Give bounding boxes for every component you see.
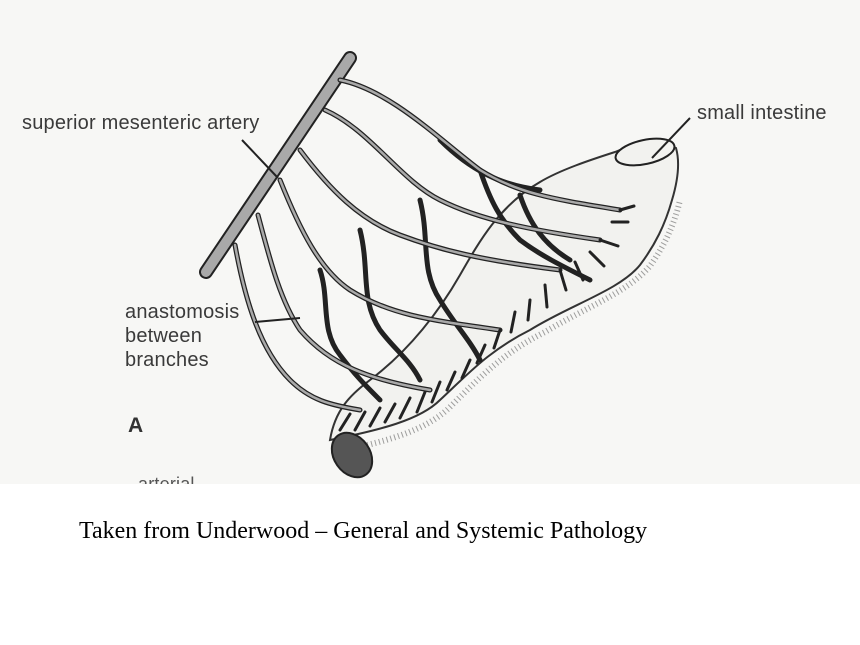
leader-intestine <box>651 117 691 159</box>
panel-letter: A <box>128 414 144 437</box>
label-anastomosis-line-3: branches <box>125 349 209 371</box>
label-anastomosis-line-1: anastomosis <box>125 301 240 323</box>
label-anastomosis: anastomosis between branches <box>125 300 265 372</box>
cut-off-label: arterial <box>138 474 195 484</box>
mesenteric-artery-figure: superior mesenteric artery small intesti… <box>22 51 827 484</box>
vasa-recta <box>338 204 636 432</box>
leader-anastomosis <box>254 317 301 323</box>
small-intestine-outline <box>328 142 680 442</box>
label-small-intestine: small intestine <box>697 102 827 124</box>
leader-artery <box>241 139 279 179</box>
intestine-lumen-lower <box>330 431 374 479</box>
label-superior-mesenteric-artery: superior mesenteric artery <box>22 112 260 134</box>
label-anastomosis-line-2: between <box>125 325 203 347</box>
intestine-lumen-upper <box>614 137 676 167</box>
figure-drawing <box>199 51 691 479</box>
figure-caption: Taken from Underwood – General and Syste… <box>79 518 648 544</box>
